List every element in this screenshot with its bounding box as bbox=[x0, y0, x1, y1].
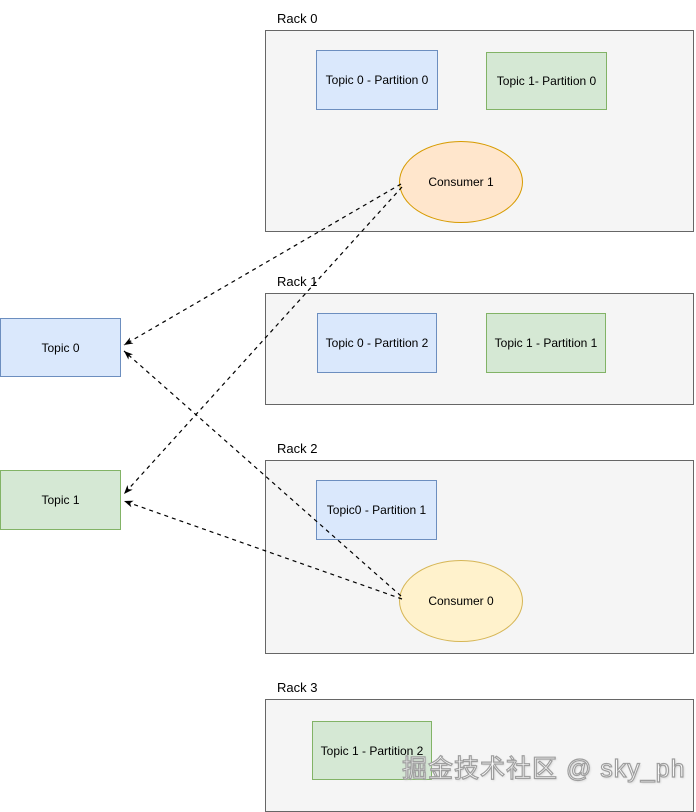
topic-0-node: Topic 0 bbox=[0, 318, 121, 377]
partition-node-topic0-partition1: Topic0 - Partition 1 bbox=[316, 480, 437, 540]
partition-label: Topic 1 - Partition 1 bbox=[494, 336, 598, 350]
partition-label: Topic0 - Partition 1 bbox=[326, 503, 427, 517]
rack-2-label: Rack 2 bbox=[277, 441, 318, 456]
consumer-0-label: Consumer 0 bbox=[428, 594, 494, 608]
consumer-0-node: Consumer 0 bbox=[399, 560, 523, 642]
partition-node-topic0-partition2: Topic 0 - Partition 2 bbox=[317, 313, 437, 373]
topic-1-node: Topic 1 bbox=[0, 470, 121, 530]
partition-label: Topic 0 - Partition 2 bbox=[325, 336, 429, 350]
consumer-1-node: Consumer 1 bbox=[399, 141, 523, 223]
partition-label: Topic 1 - Partition 2 bbox=[320, 743, 424, 758]
partition-node-topic1-partition0: Topic 1- Partition 0 bbox=[486, 52, 607, 110]
rack-3: Rack 3 Topic 1 - Partition 2 bbox=[265, 677, 694, 812]
partition-node-topic0-partition0: Topic 0 - Partition 0 bbox=[316, 50, 438, 110]
rack-1-label: Rack 1 bbox=[277, 274, 318, 289]
rack-2: Rack 2 Topic0 - Partition 1 Consumer 0 bbox=[265, 438, 694, 654]
rack-3-label: Rack 3 bbox=[277, 680, 318, 695]
topic-1-label: Topic 1 bbox=[41, 493, 80, 507]
rack-1-box: Topic 0 - Partition 2 Topic 1 - Partitio… bbox=[265, 293, 694, 405]
topic-0-label: Topic 0 bbox=[41, 340, 80, 355]
partition-label: Topic 1- Partition 0 bbox=[496, 74, 597, 88]
rack-2-box: Topic0 - Partition 1 Consumer 0 bbox=[265, 460, 694, 654]
partition-node-topic1-partition1: Topic 1 - Partition 1 bbox=[486, 313, 606, 373]
watermark-text: 掘金技术社区 @ sky_ph bbox=[401, 754, 686, 783]
rack-1: Rack 1 Topic 0 - Partition 2 Topic 1 - P… bbox=[265, 271, 694, 405]
rack-0-box: Topic 0 - Partition 0 Topic 1- Partition… bbox=[265, 30, 694, 232]
partition-label: Topic 0 - Partition 0 bbox=[325, 73, 429, 87]
partition-node-topic1-partition2: Topic 1 - Partition 2 bbox=[312, 721, 432, 780]
rack-0: Rack 0 Topic 0 - Partition 0 Topic 1- Pa… bbox=[265, 8, 694, 232]
consumer-1-label: Consumer 1 bbox=[428, 175, 494, 189]
rack-3-box: Topic 1 - Partition 2 bbox=[265, 699, 694, 812]
rack-0-label: Rack 0 bbox=[277, 11, 318, 26]
